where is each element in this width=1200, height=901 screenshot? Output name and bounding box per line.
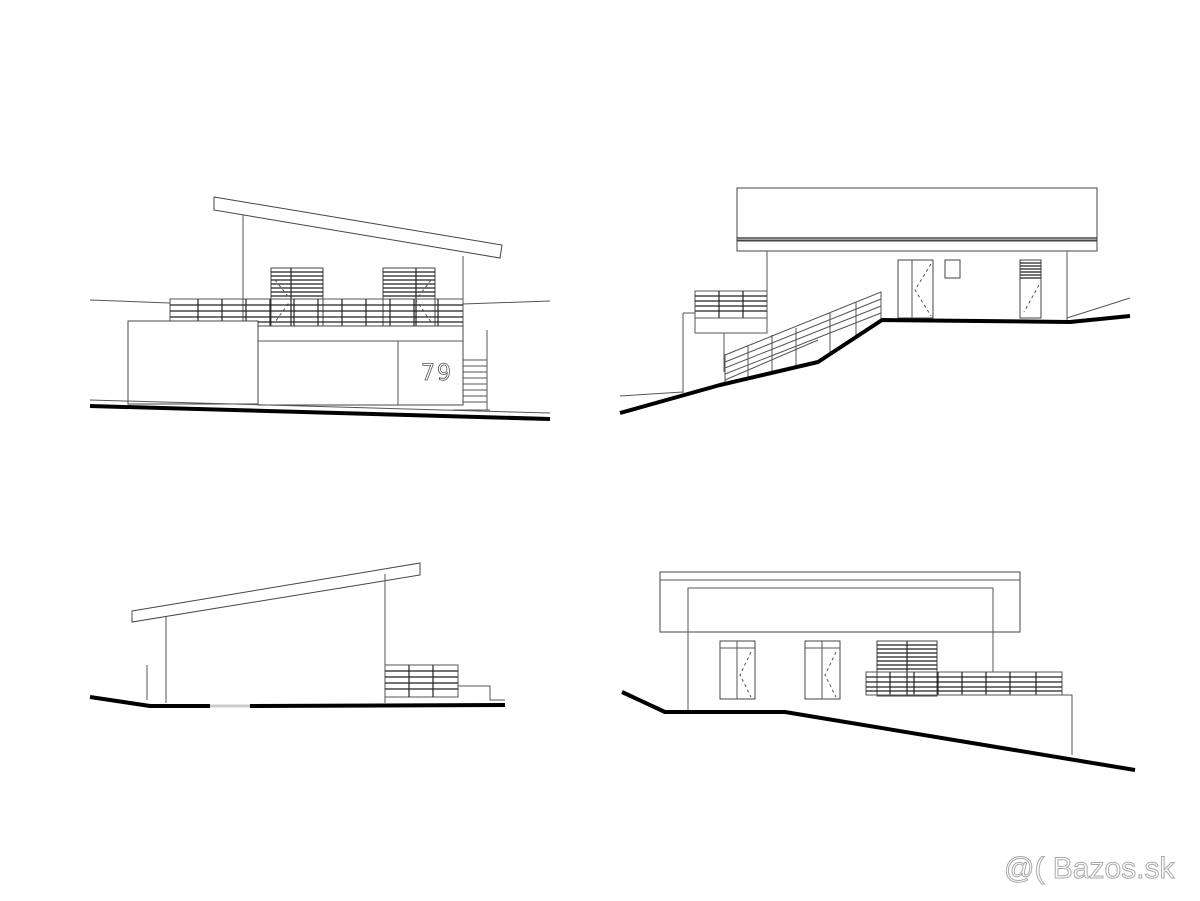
side-elevation-right: [619, 187, 1131, 415]
house-number: 79: [421, 361, 453, 386]
terrace-railing: [384, 664, 505, 701]
balcony-railing: [169, 298, 464, 327]
watermark-logo: @( Bazos.sk: [1004, 852, 1175, 886]
balcony-railing: [865, 671, 1073, 755]
entrance-door: [897, 259, 934, 319]
balcony-door: [719, 640, 756, 700]
balcony-door: [804, 640, 841, 700]
front-elevation: 79: [89, 196, 551, 421]
rear-elevation: [621, 571, 1136, 772]
exterior-stairs: [453, 330, 490, 411]
side-elevation-left: [89, 562, 506, 708]
balcony-railing: [682, 290, 768, 393]
shutter-window: [876, 640, 938, 697]
shutter-window: [382, 267, 436, 327]
small-window: [944, 259, 961, 279]
ramp-railing: [724, 291, 882, 382]
shutter-door: [1019, 259, 1042, 319]
shutter-window: [270, 267, 324, 327]
